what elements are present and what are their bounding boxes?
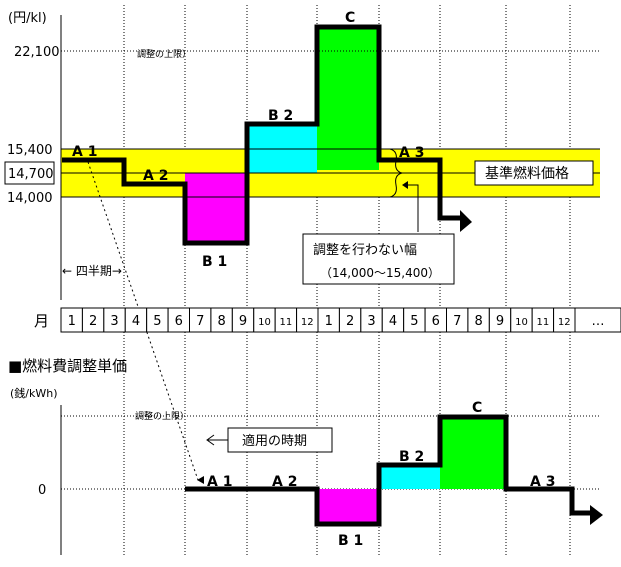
- month-cell-label: 7: [196, 314, 204, 329]
- month-cell-label: 8: [217, 314, 225, 329]
- apply-arrow-icon: [197, 476, 204, 484]
- bottom-arrow-head: [590, 505, 603, 525]
- label-a1: A 1: [72, 144, 97, 160]
- apply-period-label: 適用の時期: [242, 433, 307, 449]
- tick-22100: 22,100: [14, 45, 60, 60]
- quarter-label: ← 四半期→: [62, 264, 122, 278]
- bottom-b1-fill: [317, 489, 379, 524]
- month-cell-label: 12: [301, 317, 314, 328]
- pointer-arrow-icon: [402, 181, 408, 189]
- base-value-box: [4, 161, 55, 185]
- tick-14700: 14,700: [8, 167, 54, 182]
- base-price-label: 基準燃料価格: [485, 165, 569, 182]
- month-cell-label: …: [592, 314, 605, 329]
- bottom-c-fill: [440, 417, 506, 489]
- month-cell-label: 4: [389, 314, 397, 329]
- base-price-box: [474, 160, 594, 186]
- no-adjust-line1: 調整を行わない幅: [313, 243, 417, 258]
- month-label: 月: [34, 312, 49, 330]
- month-cell-label: 6: [175, 314, 183, 329]
- upper-limit-label: 調整の上限）: [137, 48, 191, 60]
- month-cell-label: 12: [558, 317, 571, 328]
- month-cell-label: 9: [496, 314, 504, 329]
- label-c: C: [345, 10, 355, 26]
- month-cell-label: 11: [280, 317, 293, 328]
- bottom-unit: (銭/kWh): [10, 387, 58, 400]
- bottom-b2-fill: [379, 465, 440, 489]
- month-cell-label: 3: [367, 314, 375, 329]
- top-unit: (円/kl): [8, 11, 47, 26]
- unit-price-step-line: [185, 414, 592, 527]
- label-b1: B 1: [202, 254, 227, 270]
- month-cell-label: 9: [239, 314, 247, 329]
- month-cell-label: 1: [68, 314, 76, 329]
- top-arrow-head: [460, 210, 472, 232]
- fuel-price-step-line: [62, 24, 462, 246]
- month-cell-label: 4: [132, 314, 140, 329]
- bottom-label-a1: A 1: [207, 474, 232, 490]
- bottom-label-b2: B 2: [399, 449, 424, 465]
- month-cell-label: 10: [258, 317, 271, 328]
- month-cell-label: 5: [153, 314, 161, 329]
- month-cell-label: 2: [346, 314, 354, 329]
- range-brace: [389, 148, 403, 198]
- month-cell-label: 1: [325, 314, 333, 329]
- month-cell-label: 7: [453, 314, 461, 329]
- apply-period-box: [227, 427, 333, 453]
- no-adjust-box: [302, 233, 455, 285]
- month-cell-label: 11: [537, 317, 550, 328]
- tick-14000: 14,000: [7, 191, 53, 206]
- label-a2: A 2: [143, 168, 168, 184]
- zero-tick: 0: [38, 483, 46, 498]
- bottom-label-a2: A 2: [272, 474, 297, 490]
- bottom-label-b1: B 1: [338, 533, 363, 549]
- month-cell-label: 3: [110, 314, 118, 329]
- lag-dashed-line: [87, 161, 199, 481]
- month-cell-label: 10: [515, 317, 528, 328]
- bottom-upper-limit-label: 調整の上限）: [135, 410, 189, 422]
- no-adjust-line2: （14,000～15,400）: [320, 266, 440, 280]
- label-b2: B 2: [268, 108, 293, 124]
- month-cell-label: 2: [89, 314, 97, 329]
- label-a3: A 3: [399, 145, 424, 161]
- month-cell-label: 8: [474, 314, 482, 329]
- bottom-label-c: C: [472, 400, 482, 416]
- c-fill: [317, 27, 379, 170]
- no-adjust-pointer: [406, 184, 419, 232]
- bottom-label-a3: A 3: [530, 474, 555, 490]
- month-cell-label: 5: [410, 314, 418, 329]
- b1-fill: [185, 173, 247, 243]
- bottom-title: ■燃料費調整単価: [8, 357, 127, 375]
- month-cell: [574, 307, 621, 333]
- month-cell-label: 6: [432, 314, 440, 329]
- apply-pointer-arrow-icon: [206, 434, 215, 446]
- tick-15400: 15,400: [7, 143, 53, 158]
